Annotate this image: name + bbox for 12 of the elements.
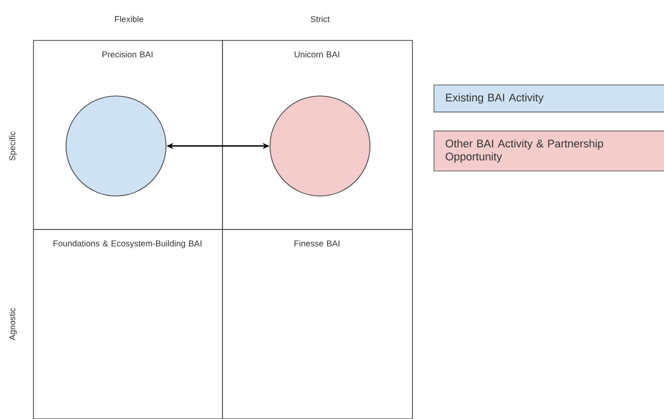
circle bbox=[66, 96, 166, 196]
legend-text: Existing BAI Activity bbox=[446, 93, 544, 104]
quadrant: Precision BAI bbox=[33, 40, 223, 230]
quadrant: Finesse BAI bbox=[222, 228, 413, 419]
quadrant: Unicorn BAI bbox=[222, 40, 413, 230]
axis-label: Flexible bbox=[115, 16, 144, 22]
quadrant: Foundations & Ecosystem-Building BAI bbox=[33, 228, 223, 419]
axis-label: Specific bbox=[9, 131, 17, 160]
axis-label: Strict bbox=[310, 16, 330, 22]
axis-label: Agnostic bbox=[9, 308, 17, 340]
circle bbox=[270, 96, 370, 196]
legend-text: Other BAI Activity & Partnership Opportunity bbox=[446, 139, 604, 163]
